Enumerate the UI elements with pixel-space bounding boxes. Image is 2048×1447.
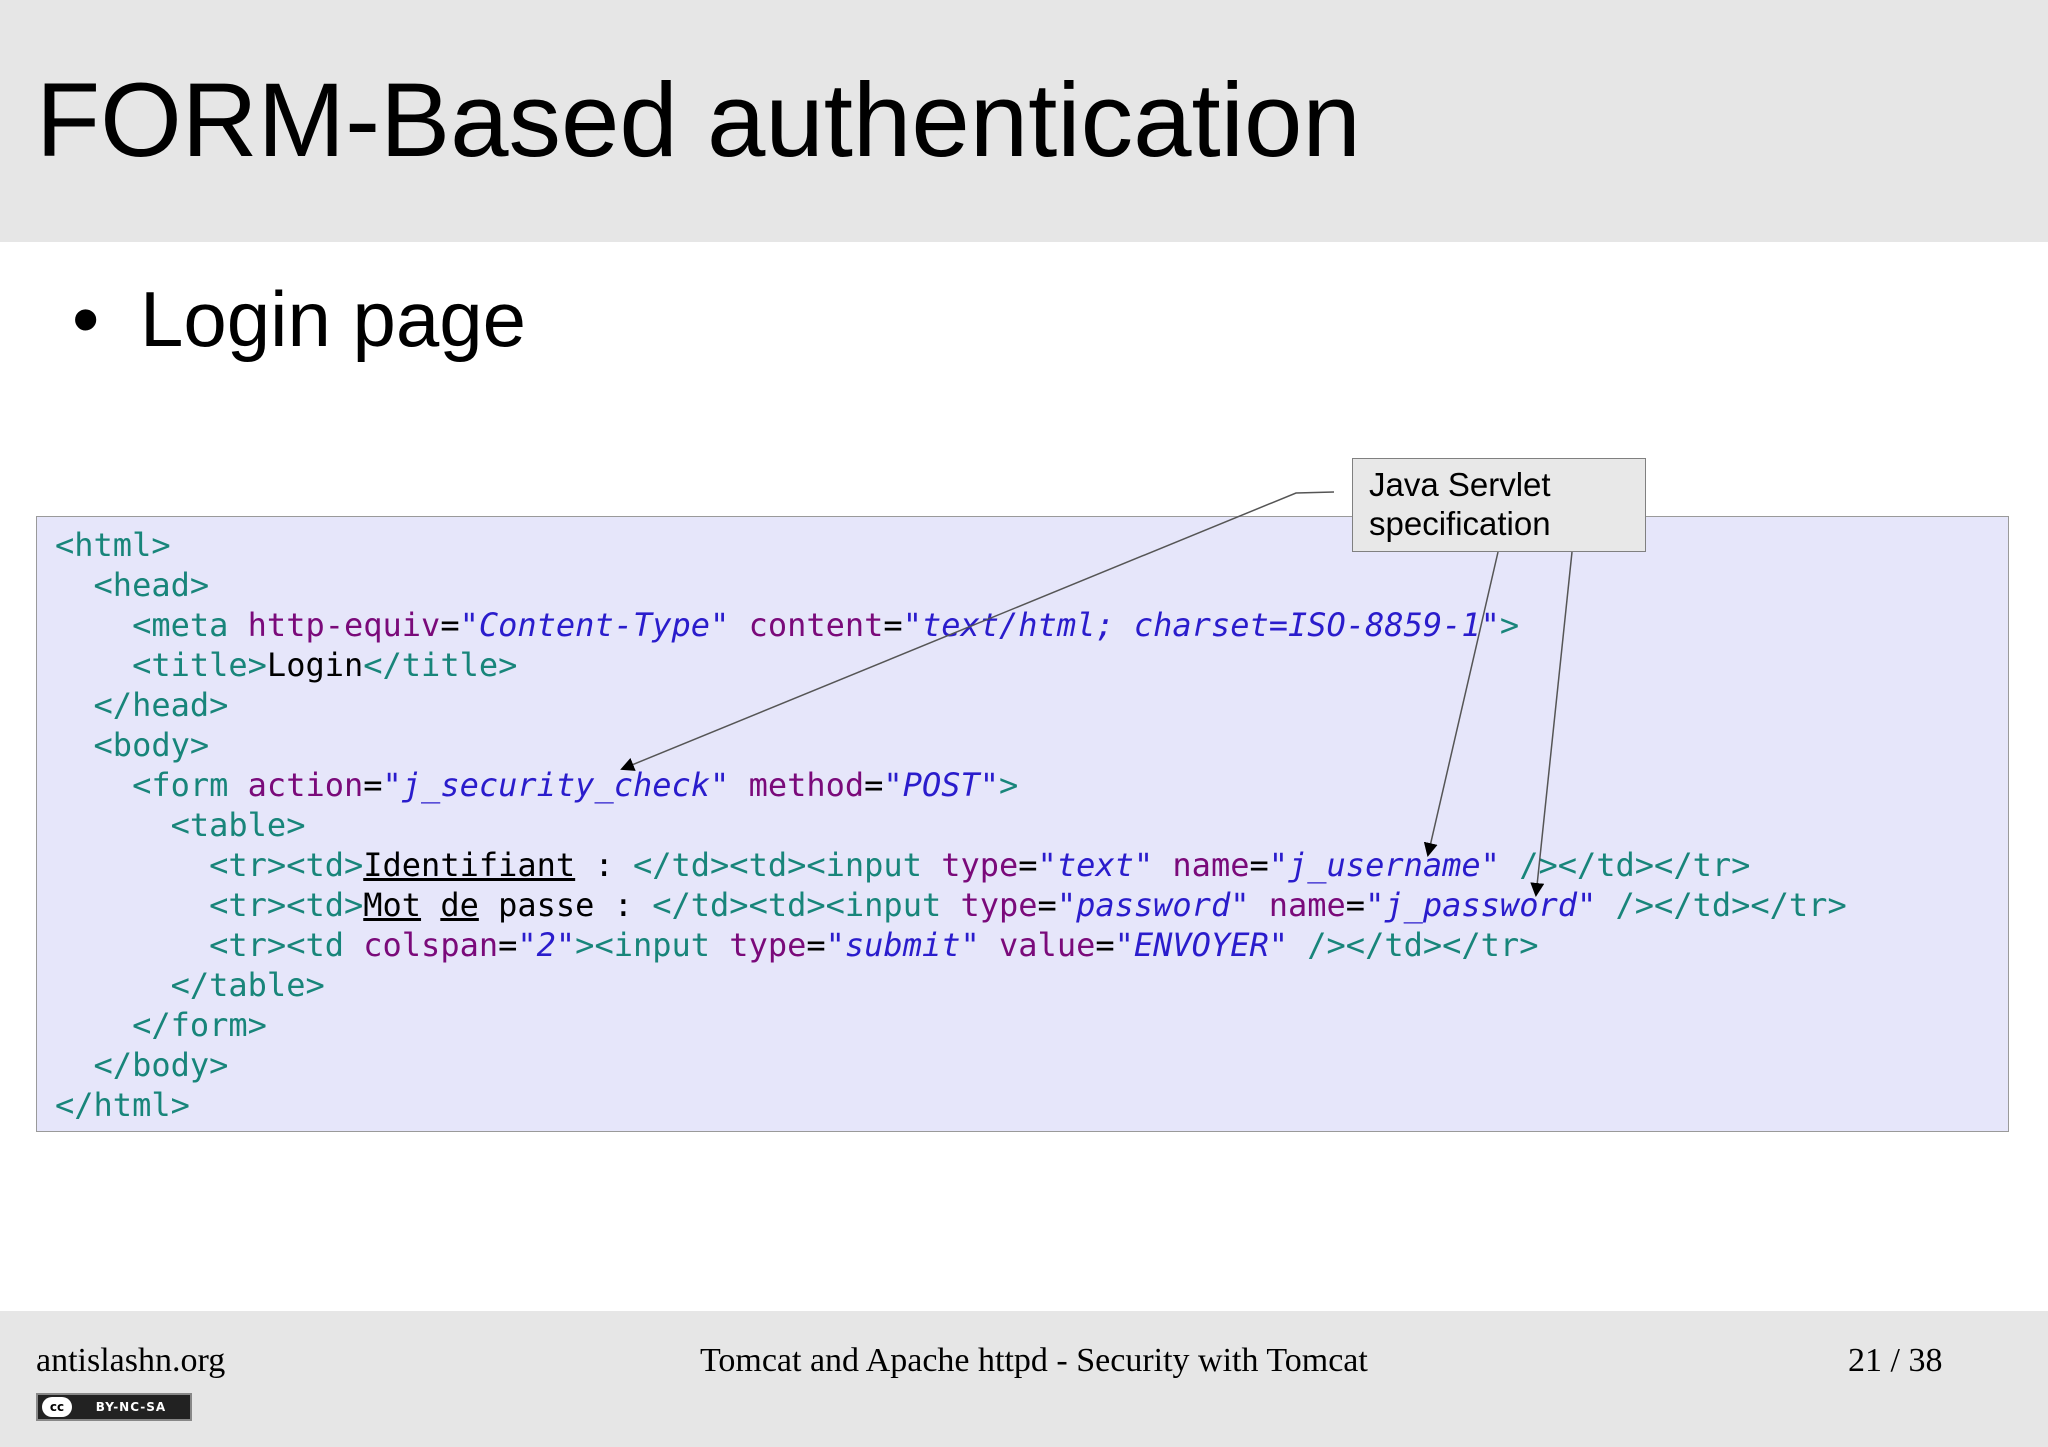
callout-line: specification <box>1369 505 1551 542</box>
bullet-dot-icon: • <box>72 275 100 363</box>
license-badge: cc BY-NC-SA <box>36 1393 192 1421</box>
code-line: <meta http-equiv="Content-Type" content=… <box>132 606 1520 644</box>
code-line: <tr><td>Mot de passe : </td><td><input t… <box>209 886 1847 924</box>
page-number: 21 / 38 <box>1848 1342 1943 1379</box>
code-line: </html> <box>55 1086 190 1124</box>
code-listing: <html> <head> <meta http-equiv="Content-… <box>55 525 1847 1125</box>
bullet-text: Login page <box>140 275 527 363</box>
code-line: <title>Login</title> <box>132 646 518 684</box>
code-line: <html> <box>55 526 171 564</box>
code-block: <html> <head> <meta http-equiv="Content-… <box>36 516 2009 1132</box>
slide-footer: antislashn.org Tomcat and Apache httpd -… <box>0 1311 2048 1447</box>
bullet-item: • Login page <box>72 272 526 366</box>
cc-icon: cc <box>42 1397 72 1417</box>
footer-site: antislashn.org <box>36 1342 226 1379</box>
code-line: </body> <box>93 1046 229 1084</box>
callout-line: Java Servlet <box>1369 466 1551 503</box>
code-line: <form action="j_security_check" method="… <box>132 766 1019 804</box>
slide-title: FORM-Based authentication <box>36 62 1361 179</box>
license-text: BY-NC-SA <box>95 1400 167 1414</box>
code-line: <table> <box>170 806 306 844</box>
code-line: <head> <box>93 566 210 604</box>
slide-header: FORM-Based authentication <box>0 0 2048 242</box>
code-line: <body> <box>93 726 210 764</box>
code-line: <tr><td>Identifiant : </td><td><input ty… <box>209 846 1751 884</box>
footer-title: Tomcat and Apache httpd - Security with … <box>700 1342 1368 1379</box>
code-line: </table> <box>170 966 325 1004</box>
code-line: <tr><td colspan="2"><input type="submit"… <box>209 926 1539 964</box>
code-line: </form> <box>132 1006 267 1044</box>
callout-box: Java Servlet specification <box>1352 458 1646 552</box>
code-line: </head> <box>93 686 229 724</box>
